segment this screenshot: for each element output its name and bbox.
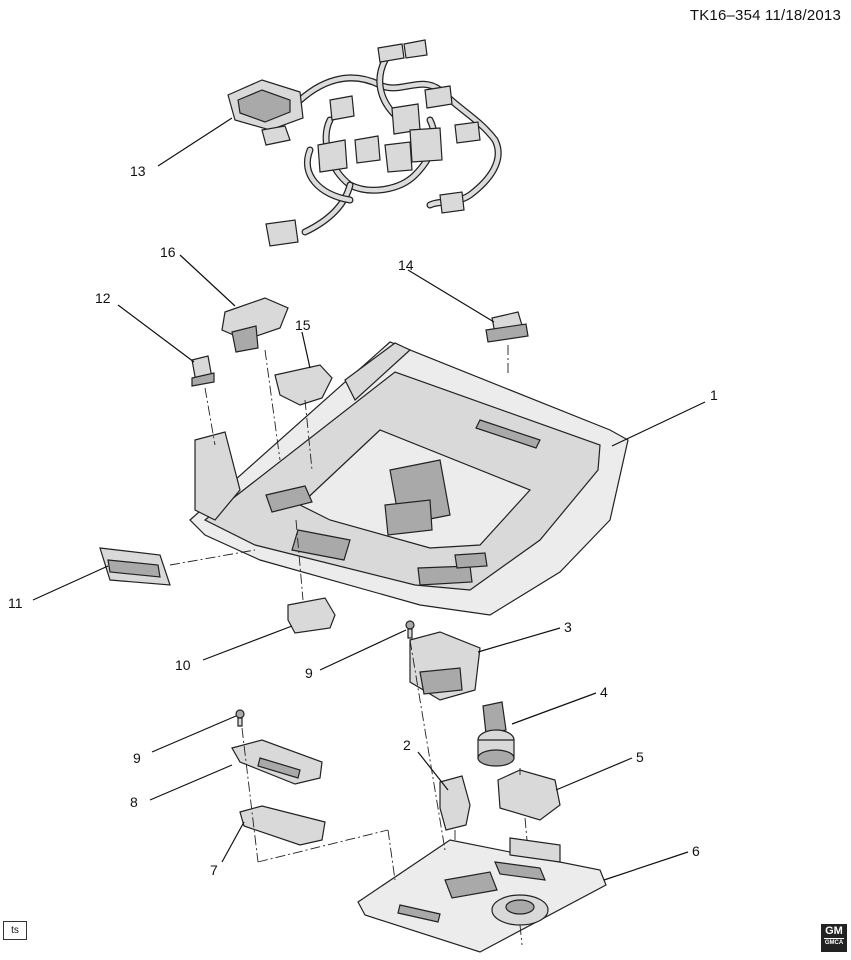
clip-14 — [485, 311, 529, 343]
callout-4: 4 — [600, 684, 608, 700]
bezel-8 — [231, 739, 323, 785]
lens-7 — [239, 805, 326, 846]
lamp-10 — [287, 597, 336, 634]
screw-9-upper — [405, 620, 415, 639]
wiring-harness-13 — [227, 39, 502, 247]
bracket-15 — [274, 364, 333, 406]
gm-logo-subtext: GMCA — [824, 938, 844, 946]
callout-6: 6 — [692, 843, 700, 859]
callout-15: 15 — [295, 317, 311, 333]
switch-5 — [497, 769, 561, 821]
callout-1: 1 — [710, 387, 718, 403]
callout-14: 14 — [398, 257, 414, 273]
callout-9-lower: 9 — [133, 750, 141, 766]
callout-11: 11 — [8, 595, 23, 611]
knob-4 — [477, 701, 515, 767]
callout-9-upper: 9 — [305, 665, 313, 681]
callout-8: 8 — [130, 794, 138, 810]
callout-10: 10 — [175, 657, 191, 673]
gm-logo-text: GM — [825, 925, 843, 937]
callout-7: 7 — [210, 862, 218, 878]
callout-12: 12 — [95, 290, 111, 306]
module-11 — [99, 547, 171, 586]
document-id: TK16–354 11/18/2013 — [689, 7, 841, 24]
callout-16: 16 — [160, 244, 176, 260]
callout-3: 3 — [564, 619, 572, 635]
screw-9-lower — [235, 709, 245, 727]
switch-2 — [439, 775, 471, 831]
cover-plate-6 — [357, 837, 607, 953]
callout-13: 13 — [130, 163, 146, 179]
leader-lines — [32, 117, 706, 881]
bracket-16 — [221, 297, 289, 353]
console-housing-1 — [189, 341, 629, 616]
clip-12 — [191, 355, 215, 387]
callout-labels: 1 2 3 4 5 6 7 8 9 9 10 11 12 13 14 15 16 — [8, 163, 718, 878]
ts-label-box: ts — [3, 921, 27, 940]
callout-5: 5 — [636, 749, 644, 765]
gm-logo: GM GMCA — [821, 924, 847, 952]
switch-3 — [409, 631, 481, 701]
callout-2: 2 — [403, 737, 411, 753]
alignment-lines — [169, 345, 528, 946]
